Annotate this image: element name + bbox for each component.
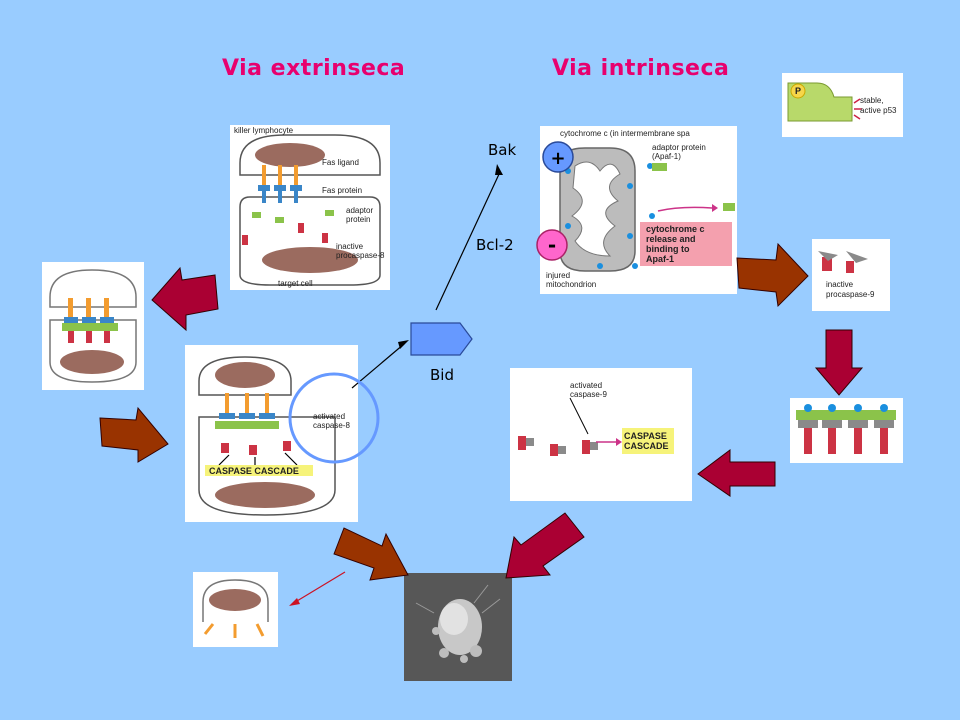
label-mito-adaptor-line2: (Apaf-1) (652, 152, 681, 161)
label-release-line4: Apaf-1 (646, 254, 674, 264)
label-inactive-line2: procaspase-8 (336, 251, 385, 260)
label-caspase-cascade: CASPASE CASCADE (209, 466, 299, 476)
label-p53-line2: active p53 (860, 106, 897, 115)
label-mito-adaptor-line1: adaptor protein (652, 143, 706, 152)
panel-inactive-procaspase-9: inactive procaspase-9 (812, 239, 890, 311)
label-adaptor-line2: protein (346, 215, 370, 224)
arrow-caspase8-to-bid (351, 343, 405, 389)
arrow-to-cascade-panel (99, 406, 169, 463)
badge-minus (536, 229, 568, 261)
arrow-to-dissociated-panel (291, 571, 346, 605)
arrow-to-procaspase9 (736, 242, 809, 308)
label-target-cell: target cell (278, 279, 313, 288)
image-apoptotic-cell-micrograph (404, 573, 512, 681)
arrow-to-receptor-panel (151, 266, 219, 332)
panel-stable-p53: P stable, active p53 (782, 73, 903, 137)
label-cytochrome-intermembrane: cytochrome c (in intermembrane spa (560, 129, 690, 138)
label-release-line2: release and (646, 234, 696, 244)
label-activated-caspase8-line1: activated (313, 412, 345, 421)
label-injured-line1: injured (546, 271, 570, 280)
badge-minus-sign: - (548, 233, 556, 257)
label-bcl-2: Bcl-2 (476, 236, 514, 254)
panel-fas-ligand-binding: killer lymphocyte Fas ligand Fas protein… (230, 125, 390, 290)
panel-mitochondrion: cytochrome c (in intermembrane spa adapt… (540, 126, 737, 294)
panel-apoptosome (790, 398, 903, 463)
label-bid: Bid (430, 366, 454, 384)
label-fas-ligand: Fas ligand (322, 158, 359, 167)
label-phosphate: P (795, 86, 801, 96)
label-bak: Bak (488, 141, 517, 159)
label-casp9-cascade-line1: CASPASE (624, 431, 667, 441)
label-fas-protein: Fas protein (322, 186, 362, 195)
label-casp9-cascade-line2: CASCADE (624, 441, 669, 451)
label-activated-caspase8-line2: caspase-8 (313, 421, 350, 430)
arrow-to-caspase9-panel (697, 449, 776, 497)
arrow-to-micrograph-right (505, 512, 585, 579)
arrow-to-apoptosome (814, 329, 864, 396)
label-killer-lymphocyte: killer lymphocyte (234, 126, 294, 135)
label-release-line1: cytochrome c (646, 224, 705, 234)
badge-plus (542, 141, 574, 173)
title-intrinsic-pathway: Via intrinseca (552, 56, 730, 81)
label-casp9-activated-line1: activated (570, 381, 602, 390)
badge-plus-sign: + (550, 148, 565, 169)
label-inactive-line1: inactive (336, 242, 364, 251)
label-release-line3: binding to (646, 244, 690, 254)
label-procasp9-line2: procaspase-9 (826, 290, 875, 299)
panel-activated-caspase-9: CASPASE CASCADE activated caspase-9 (510, 368, 692, 501)
arrow-bid-to-bak (435, 171, 501, 311)
label-p53-line1: stable, (860, 96, 884, 105)
panel-dissociated-receptors (193, 572, 278, 647)
highlight-circle-caspase-8 (288, 372, 380, 464)
panel-receptor-complex (42, 262, 144, 390)
label-casp9-activated-line2: caspase-9 (570, 390, 607, 399)
bid-protein-shape (410, 322, 473, 356)
title-extrinsic-pathway: Via extrinseca (222, 56, 406, 81)
label-procasp9-line1: inactive (826, 280, 854, 289)
label-injured-line2: mitochondrion (546, 280, 596, 289)
arrow-to-micrograph-left (333, 527, 409, 581)
label-adaptor-line1: adaptor (346, 206, 373, 215)
